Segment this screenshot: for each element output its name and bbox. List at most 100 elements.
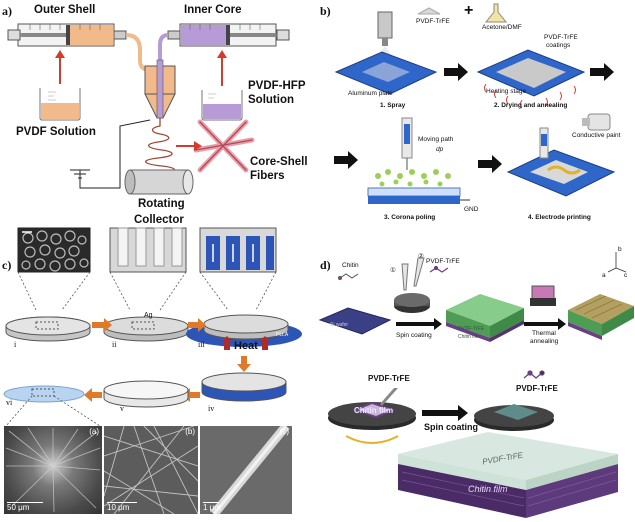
sem-c-texture (210, 426, 290, 514)
pvdf-hfp-label: PVDF-HFP (248, 80, 306, 92)
dp-label: dp (436, 146, 444, 153)
lower-spin-coater (328, 388, 416, 430)
coatings-label: PVDF-TrFE (544, 34, 578, 41)
corona-particles (375, 169, 451, 187)
plla-label: PLLA (276, 332, 289, 338)
sem-c-scale: 1 μm (203, 503, 221, 512)
substrate-label: Si wafer (330, 322, 349, 328)
disk-vi (3, 385, 85, 403)
disk-i (5, 316, 91, 342)
arrow-ii-iii (188, 318, 206, 332)
step3-label: 3. Corona poling (384, 214, 436, 221)
step-ii: ii (112, 340, 117, 349)
pvdf-trfe-lower-label-2: PVDF-TrFE (516, 384, 558, 393)
step-iv: iv (208, 404, 215, 413)
collector-label-visible: Collector (134, 214, 184, 226)
sem-a-label: (a) (89, 427, 99, 436)
aluminum-plate-2 (476, 49, 586, 109)
inner-core-syringe (167, 23, 290, 47)
aluminum-plate-1 (334, 51, 438, 95)
heating-stage-label: Heating stage (486, 88, 527, 95)
step-v: v (120, 404, 124, 413)
sem-c-label: (c) (279, 427, 289, 436)
plus-sign: + (464, 2, 474, 19)
panel-d-chitin-spin-coating: d) Chitin PVDF-TrFE ① ② Si wafer Spin co… (318, 228, 635, 522)
moving-path-label: Moving path (418, 136, 454, 143)
pvdf-solution-label: PVDF Solution (16, 126, 96, 138)
rotating-collector (124, 169, 194, 195)
panel-b-spray-process: b) PVDF-TrFE + Acetone/DMF PVDF-TrFE coa… (318, 0, 635, 228)
powder-pile (417, 7, 441, 15)
pvdf-molecule (429, 265, 449, 273)
spin-arrow-curve (345, 435, 399, 444)
panel-a-coaxial-electrospinning: a) Outer Shell Inner Core PVDF Solution … (0, 0, 318, 215)
hot-plate (530, 285, 556, 306)
sem-b-texture (104, 426, 198, 514)
sem-b-scale: 10 μm (107, 503, 130, 512)
spin-coating-lower-label: Spin coating (424, 422, 478, 432)
step2-label: 2. Drying and annealing (494, 102, 568, 109)
arrow-v-vi (84, 388, 102, 402)
axis-a-label: a (602, 272, 606, 279)
panel-a-tag: a) (2, 4, 12, 18)
chitin-label: Chitin (342, 262, 359, 269)
pvdf-trfe-label: PVDF-TrFE (416, 18, 450, 25)
arrow-lower (422, 405, 468, 421)
coaxial-nozzle (144, 59, 176, 119)
filled-pores (199, 227, 277, 273)
axis-c-label: c (624, 272, 628, 279)
panel-d-illustration (318, 252, 634, 518)
sem-image-c: (c) 1 μm (200, 426, 292, 514)
outer-shell-syringe (7, 23, 127, 47)
panel-b-tag: b) (320, 4, 331, 18)
core-shell-fibers (193, 119, 255, 173)
axis-b-label: b (618, 246, 622, 253)
arrow-2-next (590, 63, 614, 81)
conductive-paint-label: Conductive paint (572, 132, 621, 139)
core-shell-label: Core-Shell (250, 156, 308, 168)
panel-c-plla-template: c) Ag i ii iii Heat PLLA iv v vi (a) 50 … (0, 222, 318, 522)
core-tube (158, 33, 169, 70)
panel-c-tag: c) (2, 258, 12, 272)
step-iii: iii (198, 340, 205, 349)
step-i: i (14, 340, 17, 349)
pipettes (401, 257, 425, 291)
pore-network (21, 230, 89, 272)
shell-tube (125, 33, 151, 72)
poling-substrate (368, 196, 460, 204)
arrow-i-ii (92, 318, 112, 332)
sem-b-scalebar (107, 501, 137, 503)
arrow-iii-iv (237, 356, 251, 372)
sem-a-texture (5, 427, 101, 513)
solvent-flask (484, 3, 508, 23)
paint-bottle (582, 113, 611, 131)
fibers-label: Fibers (250, 170, 285, 182)
fiber-jet (145, 118, 175, 175)
pvdf-beaker (39, 88, 81, 121)
film-stack (446, 294, 524, 342)
corona-needle (401, 117, 413, 170)
heat-label: Heat (234, 340, 258, 352)
pvdf-trfe-molecule-label: PVDF-TrFE (426, 258, 460, 265)
spin-coater-top (394, 293, 430, 313)
ag-label: Ag (144, 312, 153, 319)
step-vi: vi (6, 398, 13, 407)
aluminum-plate-4 (506, 127, 616, 197)
lower-coated-disk (474, 404, 554, 431)
arrow-to-3 (334, 151, 358, 169)
thermal-label: Thermal (532, 330, 556, 337)
sem-c-scalebar (203, 501, 219, 503)
pipette-number-2: ② (418, 253, 424, 260)
substrate-wafer (318, 307, 392, 335)
panel-c-illustration (3, 227, 302, 427)
solvent-label: Acetone/DMF (482, 24, 522, 31)
block-chitin-label: Chitin film (468, 484, 508, 494)
pore-cross-section (109, 227, 187, 273)
layer-chitin-label: Chitin film (458, 334, 480, 340)
layer-block (398, 432, 618, 518)
arrow-spin (396, 318, 442, 330)
annealed-stack (568, 294, 634, 340)
poling-film (367, 187, 461, 197)
chitin-film-lower-label: Chitin film (354, 406, 394, 415)
disk-v (103, 380, 189, 408)
